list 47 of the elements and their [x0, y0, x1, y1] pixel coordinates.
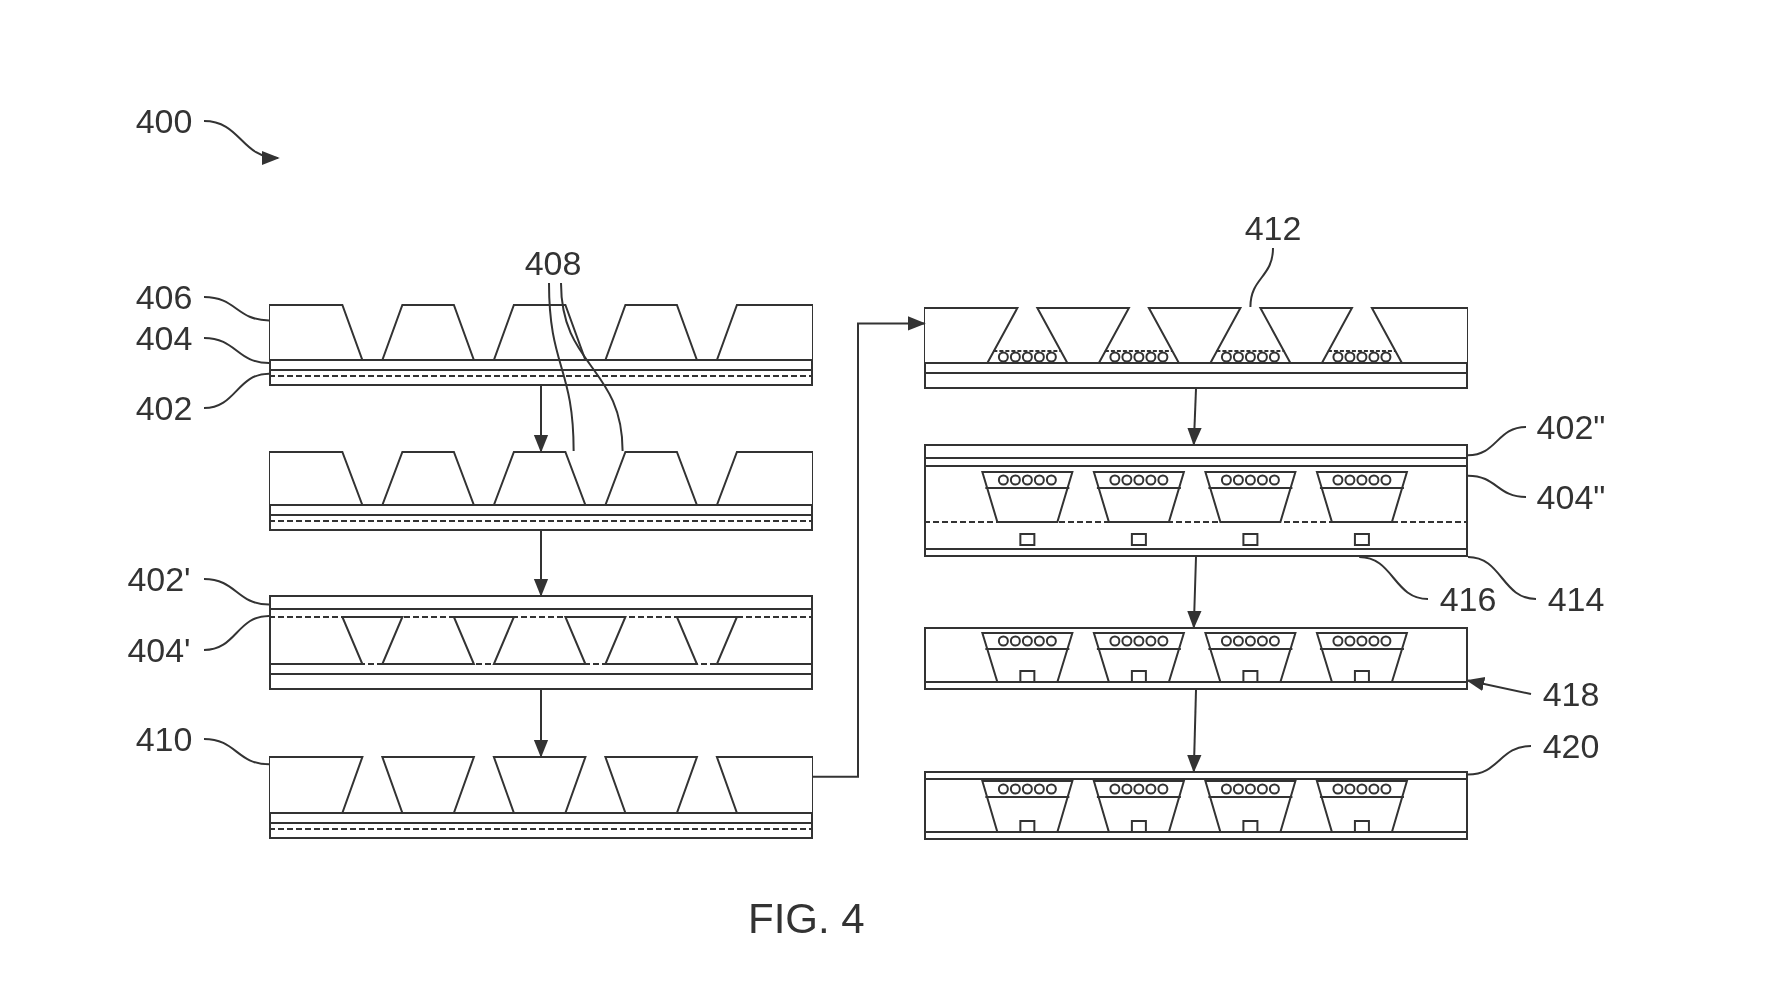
callout-number: 406 [124, 277, 204, 317]
callout-number: 418 [1531, 674, 1611, 714]
leader-line [560, 282, 624, 452]
cross-section-drawing [269, 756, 813, 839]
cross-section-drawing [924, 307, 1468, 389]
cross-section-drawing [924, 627, 1468, 690]
cross-section-drawing [269, 595, 813, 690]
callout-number: 416 [1428, 579, 1508, 619]
callout-number: 410 [124, 719, 204, 759]
leader-line [1358, 556, 1429, 600]
leader-line [203, 296, 270, 322]
callout-number: 400 [124, 101, 204, 141]
callout-number: 404" [1526, 477, 1616, 517]
callout-number: 404 [124, 318, 204, 358]
callout-number: 402' [114, 559, 204, 599]
leader-line [203, 372, 270, 409]
leader-line [1467, 474, 1527, 498]
leader-line [1467, 745, 1532, 776]
callout-number: 402 [124, 388, 204, 428]
callout-number: 402" [1526, 407, 1616, 447]
callout-number: 408 [513, 243, 593, 283]
process-arrow [812, 316, 926, 778]
callout-number: 414 [1536, 579, 1616, 619]
callout-number: 420 [1531, 726, 1611, 766]
leader-line [1249, 247, 1274, 308]
leader-arrow [203, 120, 280, 164]
figure-caption: FIG. 4 [748, 895, 865, 943]
process-arrow [1187, 388, 1202, 446]
cross-section-drawing [269, 451, 813, 531]
process-arrow [533, 530, 549, 597]
leader-line [1467, 426, 1527, 457]
callout-number: 404' [114, 630, 204, 670]
process-arrow [1187, 689, 1202, 773]
leader-line [203, 578, 270, 606]
leader-line [203, 337, 270, 365]
process-arrow [533, 689, 549, 758]
leader-line [203, 738, 270, 766]
cross-section-drawing [924, 771, 1468, 840]
process-arrow [1187, 556, 1202, 629]
callout-number: 412 [1233, 208, 1313, 248]
cross-section-drawing [924, 444, 1468, 557]
leader-line [548, 282, 575, 452]
cross-section-drawing [269, 304, 813, 386]
leader-arrow [1466, 676, 1532, 695]
leader-line [1467, 556, 1537, 600]
leader-line [203, 614, 270, 651]
process-arrow [533, 385, 549, 453]
